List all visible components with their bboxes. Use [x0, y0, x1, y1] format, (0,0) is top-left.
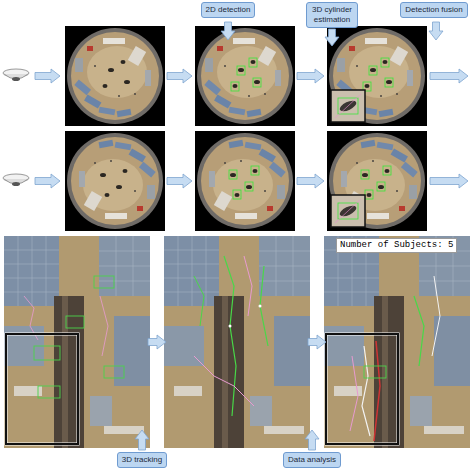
fisheye-image	[253, 78, 261, 87]
topview-image	[350, 356, 358, 431]
fisheye-image	[233, 190, 241, 199]
topview-image	[324, 236, 470, 448]
topview-image	[4, 236, 150, 448]
fisheye-image	[237, 66, 245, 75]
flow-arrow	[221, 22, 235, 40]
flow-arrow	[430, 174, 468, 188]
fisheye-image	[381, 58, 389, 67]
fisheye-image	[331, 195, 365, 227]
fisheye-image	[327, 131, 427, 231]
fisheye-image	[229, 166, 259, 199]
topview-image	[432, 276, 440, 356]
topview-image	[164, 236, 310, 448]
topview-image	[324, 236, 470, 448]
topview-image	[364, 366, 386, 378]
fisheye-image	[383, 166, 391, 175]
fisheye-image	[231, 82, 239, 91]
topview-image	[34, 346, 60, 360]
fisheye-image	[361, 170, 369, 179]
topview-image	[326, 334, 398, 444]
topview-image	[100, 296, 108, 356]
flow-arrow	[35, 22, 468, 450]
fisheye-image	[249, 58, 257, 67]
flow-arrow	[430, 69, 468, 83]
fisheye-image	[195, 26, 295, 126]
flow-arrow	[308, 335, 326, 349]
label-text: Detection fusion	[405, 5, 462, 15]
fisheye-image	[327, 131, 427, 231]
label-text: 3D tracking	[122, 455, 162, 465]
flow-arrow	[148, 335, 166, 349]
flow-arrow	[35, 174, 60, 188]
fisheye-image	[65, 26, 165, 126]
topview-image	[194, 276, 204, 326]
fisheye-image	[71, 137, 159, 225]
topview-image	[414, 296, 424, 366]
topview-image	[6, 334, 78, 444]
topview-image	[104, 366, 124, 378]
topview-image	[66, 316, 84, 328]
camera-icon	[3, 174, 29, 186]
step-label: 3D cylinder estimation	[306, 2, 358, 28]
fisheye-image	[65, 26, 165, 126]
fisheye-image	[363, 58, 393, 91]
topview-image	[94, 276, 114, 288]
fisheye-image	[327, 26, 427, 126]
fisheye-image	[229, 170, 237, 179]
fisheye-image	[331, 90, 365, 122]
fisheye-image	[251, 166, 259, 175]
count-box: Number of Subjects: 5	[336, 238, 457, 253]
topview-image	[229, 325, 232, 328]
fisheye-image	[365, 190, 373, 199]
flow-arrow	[297, 69, 324, 83]
fisheye-image	[361, 166, 391, 199]
step-label: 3D tracking	[117, 452, 167, 468]
fisheye-image	[385, 78, 393, 87]
flow-arrow	[135, 430, 149, 450]
flow-arrow	[429, 22, 443, 40]
flow-arrow	[297, 174, 324, 188]
fisheye-image	[369, 66, 377, 75]
topview-image	[259, 305, 262, 308]
flow-arrow	[167, 174, 192, 188]
fisheye-image	[65, 131, 165, 231]
flow-arrow	[167, 69, 192, 83]
fisheye-image	[245, 182, 253, 191]
topview-image	[194, 356, 254, 406]
fisheye-image	[71, 32, 159, 120]
topview-image	[38, 386, 60, 398]
fisheye-image	[195, 26, 295, 126]
label-text: 2D detection	[206, 5, 251, 15]
label-text: Data analysis	[288, 455, 336, 465]
camera-icon	[12, 77, 20, 81]
step-label: Data analysis	[283, 452, 341, 468]
step-label: Detection fusion	[400, 2, 467, 18]
flow-arrow	[305, 430, 319, 450]
fisheye-image	[377, 182, 385, 191]
step-label: 2D detection	[201, 2, 256, 18]
fisheye-image	[195, 131, 295, 231]
topview-image	[362, 346, 370, 436]
topview-image	[224, 256, 236, 416]
topview-image	[374, 341, 380, 441]
topview-image	[164, 236, 310, 448]
fisheye-image	[201, 137, 289, 225]
topview-image	[244, 256, 252, 316]
fisheye-image	[201, 32, 289, 120]
fisheye-image	[327, 26, 427, 126]
topview-image	[4, 236, 150, 448]
fisheye-image	[231, 58, 261, 91]
camera-icon	[3, 69, 29, 81]
flow-arrow	[325, 29, 339, 46]
flow-arrow	[35, 69, 60, 83]
label-text: Number of Subjects: 5	[340, 240, 453, 251]
fisheye-image	[65, 131, 165, 231]
camera-icon	[12, 182, 20, 186]
fisheye-image	[195, 131, 295, 231]
label-text: 3D cylinder estimation	[311, 5, 353, 25]
